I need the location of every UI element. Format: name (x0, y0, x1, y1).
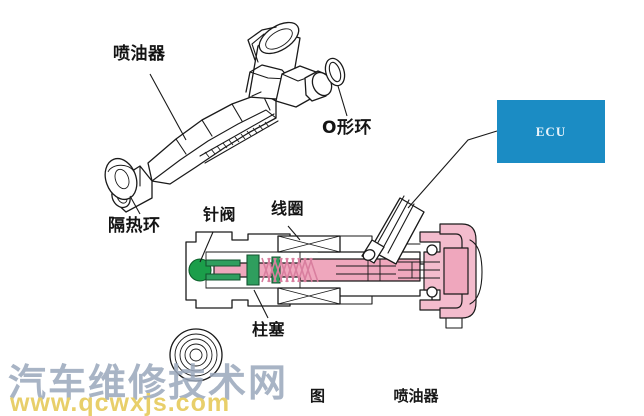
watermark-site-name: 汽车维修技术网 (8, 361, 289, 405)
electrical-connector-body (419, 223, 477, 319)
watermark-url: www.qcwxjs.com (10, 389, 231, 416)
leader-coil (287, 225, 301, 241)
leader-plunger (253, 289, 269, 319)
label-heat-insulation-ring: 隔热环 (108, 216, 161, 236)
nozzle-end-view (169, 328, 223, 382)
electrical-plug (361, 195, 425, 265)
injector-right-end (275, 57, 346, 108)
leader-o-ring (337, 85, 348, 117)
terminal-pin-upper (426, 244, 438, 256)
ecu-label: ECU (535, 123, 567, 139)
terminal-pin-lower (426, 286, 438, 298)
label-coil: 线圈 (271, 199, 305, 218)
leader-injector (149, 73, 187, 141)
needle-stem (205, 259, 241, 267)
leader-heat-ring (129, 195, 141, 215)
insulator-ring (104, 157, 138, 201)
label-o-ring: O形环 (322, 118, 372, 138)
return-spring (261, 257, 319, 283)
caption-title: 喷油器 (393, 387, 439, 405)
figure-caption: 图 喷油器 (310, 385, 439, 406)
label-plunger: 柱塞 (252, 320, 286, 339)
ecu-wire (407, 130, 498, 209)
leader-needle (199, 231, 214, 263)
label-injector: 喷油器 (113, 44, 166, 64)
injector-cross-section (185, 130, 498, 329)
label-needle-valve: 针阀 (203, 205, 237, 224)
caption-prefix: 图 (310, 387, 326, 405)
coil-winding-upper (277, 235, 341, 253)
injector-3d-view (104, 21, 348, 215)
o-ring-inner (328, 61, 342, 83)
coil-winding-lower (277, 287, 341, 305)
ecu-box: ECU (497, 100, 605, 163)
plunger-seal (246, 254, 260, 286)
